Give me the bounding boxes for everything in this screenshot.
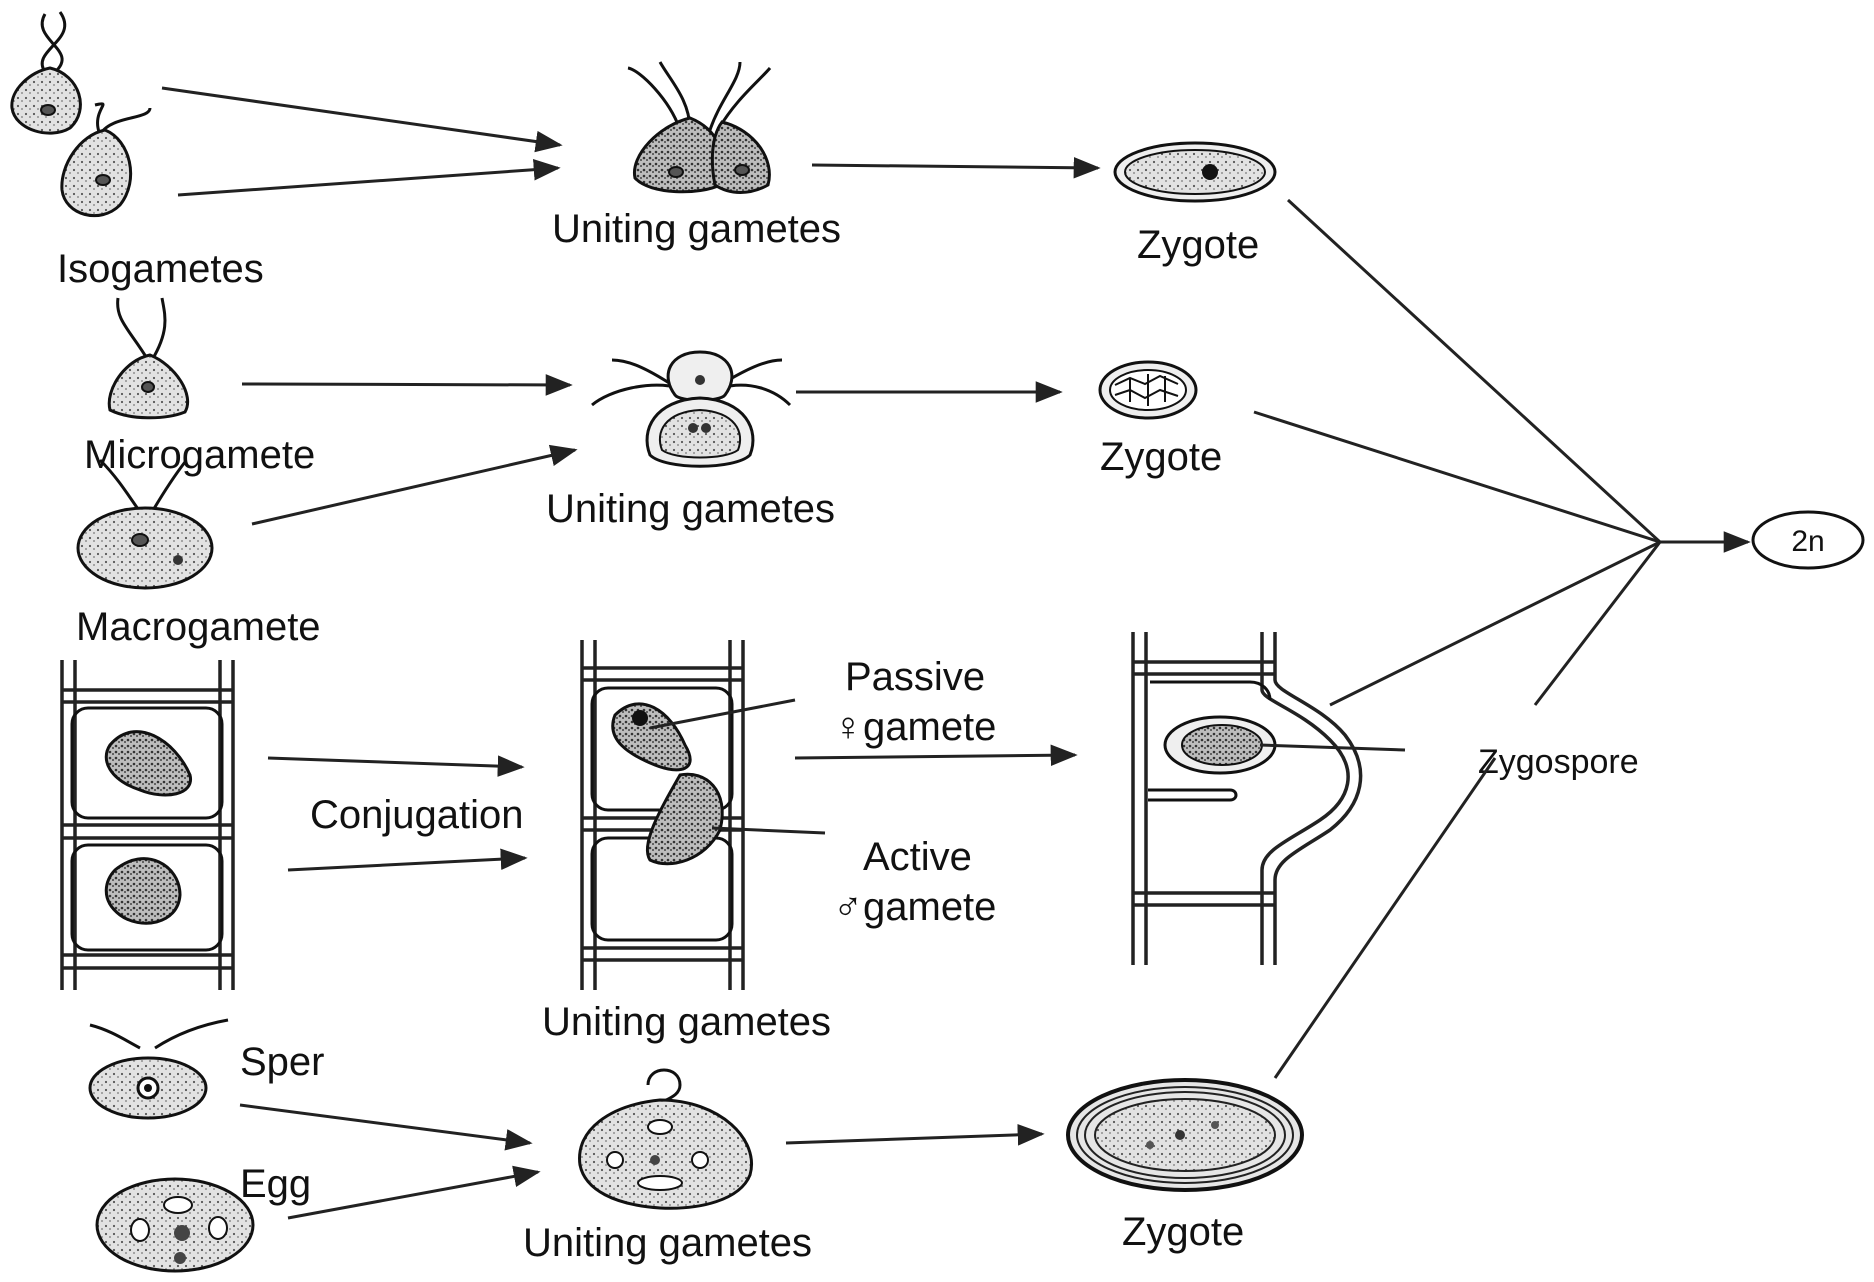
pointer-passive <box>650 700 795 728</box>
uniting-gametes-label-4: Uniting gametes <box>523 1221 812 1265</box>
arrow-uniting4-to-zygote <box>786 1134 1042 1143</box>
line-zygospore-label-to-junction <box>1535 542 1660 705</box>
conjugation-label: Conjugation <box>310 793 524 837</box>
zygospore-filament <box>1133 632 1361 965</box>
microgamete-label: Microgamete <box>84 433 315 477</box>
conjugating-filaments <box>582 640 743 990</box>
isogametes-label: Isogametes <box>57 247 264 291</box>
arrow-iso1-to-uniting <box>162 88 560 145</box>
line-zygote4-to-junction <box>1275 758 1495 1078</box>
zygote-label-4: Zygote <box>1122 1210 1244 1254</box>
uniting-gametes-label-1: Uniting gametes <box>552 207 841 251</box>
arrow-sperm-to-uniting <box>240 1105 530 1143</box>
line-zygospore-to-junction <box>1330 542 1660 705</box>
sperm <box>90 1020 228 1118</box>
active-label-2: ♂gamete <box>833 885 996 929</box>
arrow-uniting1-to-zygote <box>812 165 1098 168</box>
pointer-zygospore <box>1260 745 1405 750</box>
sperm-label: Sper <box>240 1040 325 1084</box>
zygote-1 <box>1115 143 1275 201</box>
uniting-isogametes <box>628 62 770 193</box>
uniting-gametes-label-2: Uniting gametes <box>546 487 835 531</box>
active-label-1: Active <box>863 835 972 879</box>
arrow-filament1-to-uniting <box>268 758 522 767</box>
ploidy-2n-label: 2n <box>1791 525 1824 558</box>
zygote-label-2: Zygote <box>1100 435 1222 479</box>
arrow-micro-to-uniting <box>242 384 570 385</box>
passive-label-2: ♀gamete <box>833 705 996 749</box>
microgamete <box>109 298 187 418</box>
egg-label: Egg <box>240 1162 311 1206</box>
zygote-label-1: Zygote <box>1137 223 1259 267</box>
line-zygote1-to-junction <box>1288 200 1660 542</box>
arrow-filament2-to-uniting <box>288 858 525 870</box>
arrow-egg-to-uniting <box>288 1172 538 1218</box>
filament-before-conjugation <box>62 660 233 990</box>
arrow-uniting3-to-zygospore <box>795 755 1075 758</box>
macrogamete <box>78 460 212 588</box>
uniting-aniso-gametes <box>592 352 790 466</box>
ploidy-2n-badge: 2n <box>1753 512 1863 568</box>
egg <box>97 1179 253 1271</box>
arrow-iso2-to-uniting <box>178 168 558 195</box>
zygospore-label: Zygospore <box>1478 743 1639 781</box>
passive-label-1: Passive <box>845 655 985 699</box>
zygote-2 <box>1100 362 1196 418</box>
isogamete-1 <box>12 12 81 133</box>
uniting-oogamy-gametes <box>580 1070 752 1208</box>
macrogamete-label: Macrogamete <box>76 605 321 649</box>
uniting-gametes-label-3: Uniting gametes <box>542 1000 831 1044</box>
line-zygote2-to-junction <box>1254 412 1660 542</box>
zygote-4 <box>1068 1080 1302 1190</box>
